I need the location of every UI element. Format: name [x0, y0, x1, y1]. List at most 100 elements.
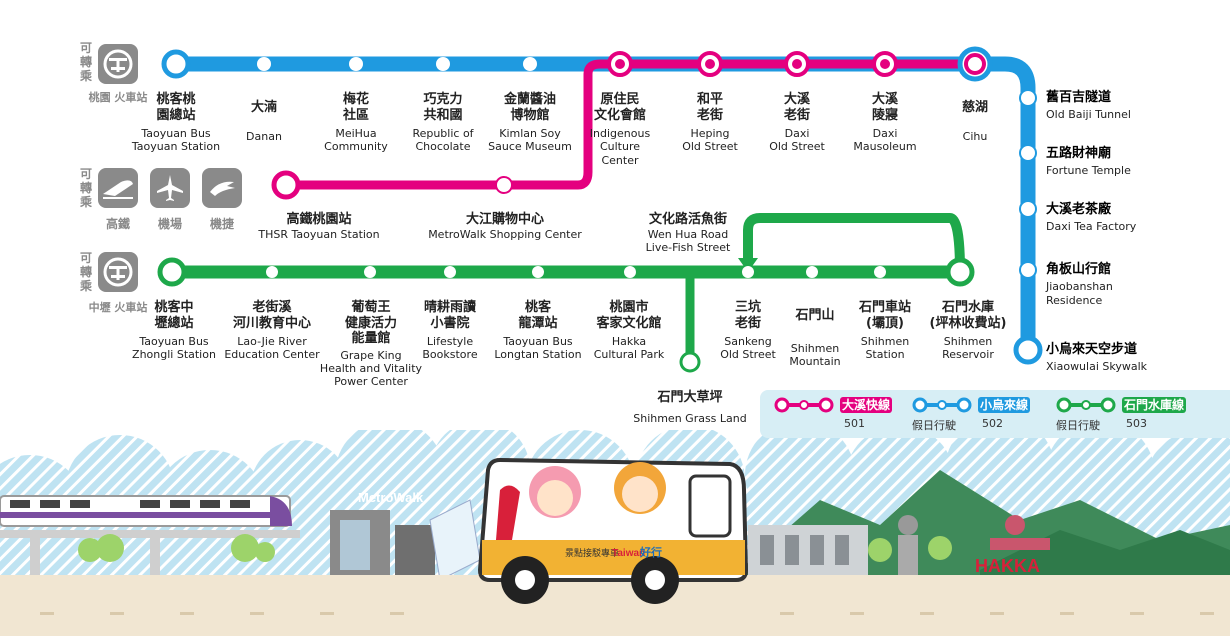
bus-brand: Taiwan — [612, 548, 645, 559]
label-shihmen-station: 石門車站 (壩頂)Shihmen Station — [858, 300, 911, 362]
station-reservoir — [945, 257, 975, 287]
route-502-line — [168, 56, 1036, 358]
transfer-zhongli-station: 中壢 火車站 — [88, 301, 148, 314]
hakka-monument — [990, 515, 1050, 550]
transfer-label-top: 可轉乘 — [80, 41, 93, 83]
stations-501 — [271, 46, 993, 200]
station-mountain — [806, 266, 818, 278]
bus-tagline: 景點接駁專車 — [565, 547, 619, 558]
legend-501-number: 501 — [844, 417, 865, 430]
station-zhongli-bus — [157, 257, 187, 287]
shuttle-bus — [477, 457, 749, 604]
transfer-label-bottom: 可轉乘 — [80, 251, 93, 293]
legend-502-number: 502 — [982, 417, 1003, 430]
legend-501-symbol — [774, 397, 834, 413]
transfer-hsr: 高鐵 — [105, 217, 130, 231]
transfer-mrt: 機捷 — [209, 217, 234, 231]
station-chocolate — [436, 57, 450, 71]
train-badge-taoyuan — [98, 44, 138, 84]
station-danan — [257, 57, 271, 71]
scenery-illustration: MetroWalk HAKKA 景點接駁專車 Taiwan 好行 — [0, 430, 1230, 636]
airport-badge — [150, 168, 190, 208]
route-501-line — [286, 59, 975, 190]
hsr-train-icon — [103, 180, 133, 199]
station-lifestyle — [444, 266, 456, 278]
station-meihua — [349, 57, 363, 71]
metrowalk-sign: MetroWalk — [358, 490, 424, 505]
transfer-taoyuan-station: 桃園 火車站 — [88, 91, 148, 104]
train-badge-zhongli — [98, 252, 138, 292]
station-daxi-tea — [1019, 200, 1037, 218]
legend-501-name: 大溪快線 — [840, 397, 893, 413]
transfer-airport: 機場 — [157, 217, 182, 231]
legend-502-symbol — [912, 397, 972, 413]
legend-503-symbol — [1056, 397, 1116, 413]
station-laojie — [266, 266, 278, 278]
mrt-badge — [202, 168, 242, 208]
stations-502 — [161, 49, 1043, 365]
station-thsr — [271, 170, 301, 200]
station-shihmen — [874, 266, 886, 278]
legend-503-number: 503 — [1126, 417, 1147, 430]
legend: 大溪快線 501 假日行駛 小烏來線 502 假日行駛 石門水庫線 503 — [760, 390, 1230, 438]
transfer-label-mid: 可轉乘 — [80, 167, 93, 209]
train-station-icon — [103, 257, 133, 287]
station-taoyuan-bus — [161, 49, 191, 79]
station-metrowalk — [495, 176, 513, 194]
station-xiaowulai — [1013, 335, 1043, 365]
station-fortune — [1019, 144, 1037, 162]
ground — [0, 575, 1230, 636]
stations-503 — [157, 257, 975, 373]
station-grassland — [679, 351, 701, 373]
loop-arrow — [738, 258, 758, 272]
route-503-loop — [743, 213, 965, 273]
old-street-building — [748, 525, 868, 575]
label-reservoir: 石門水庫 (坪林收費站)Shihmen Reservoir — [929, 300, 1007, 362]
station-jiaobanshan — [1019, 261, 1037, 279]
legend-503-name: 石門水庫線 — [1122, 397, 1187, 413]
station-kimlan — [523, 57, 537, 71]
station-longtan — [532, 266, 544, 278]
station-baiji — [1019, 89, 1037, 107]
road-dashes — [40, 612, 1214, 615]
metrowalk-building — [330, 499, 481, 581]
airport-mrt-icon — [210, 181, 235, 196]
train-station-icon — [103, 49, 133, 79]
mrt-train — [0, 495, 300, 578]
station-grapeking — [364, 266, 376, 278]
legend-503-note: 假日行駛 — [1056, 419, 1100, 432]
bus-side: 好行 — [639, 545, 662, 559]
legend-502-name: 小烏來線 — [978, 397, 1031, 413]
statue — [898, 515, 918, 575]
station-sankeng — [742, 266, 754, 278]
station-hakka — [624, 266, 636, 278]
